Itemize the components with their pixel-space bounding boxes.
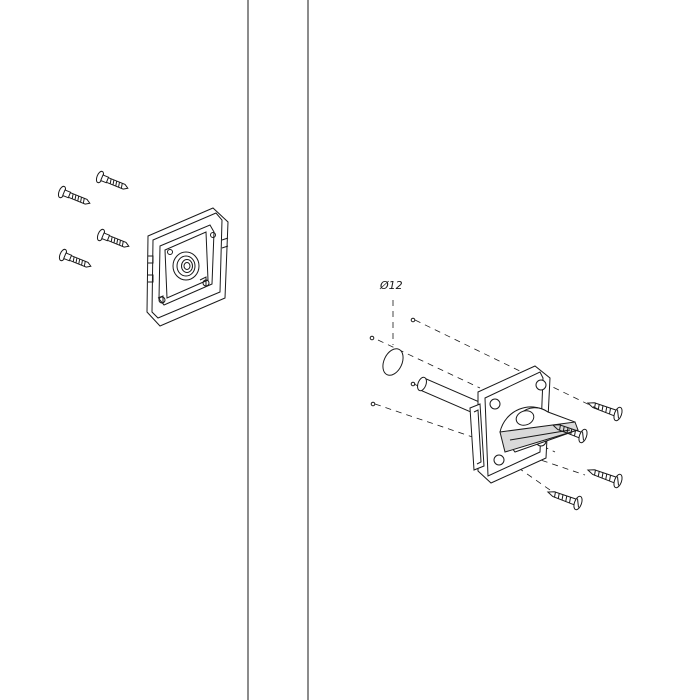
right-screw-4 [546, 491, 583, 511]
left-screw-1 [95, 170, 129, 190]
lock-body [469, 365, 579, 484]
left-screw-3 [96, 228, 130, 248]
left-screw-2 [57, 185, 91, 205]
door-edge [247, 0, 309, 700]
right-screw-3 [586, 469, 623, 489]
left-rose-plate [146, 207, 229, 327]
right-screw-1 [586, 402, 623, 422]
left-screw-4 [58, 248, 92, 268]
right-screw-2 [551, 424, 588, 444]
dimension-label: Ø12 [379, 279, 403, 292]
cover-disc [382, 348, 404, 376]
